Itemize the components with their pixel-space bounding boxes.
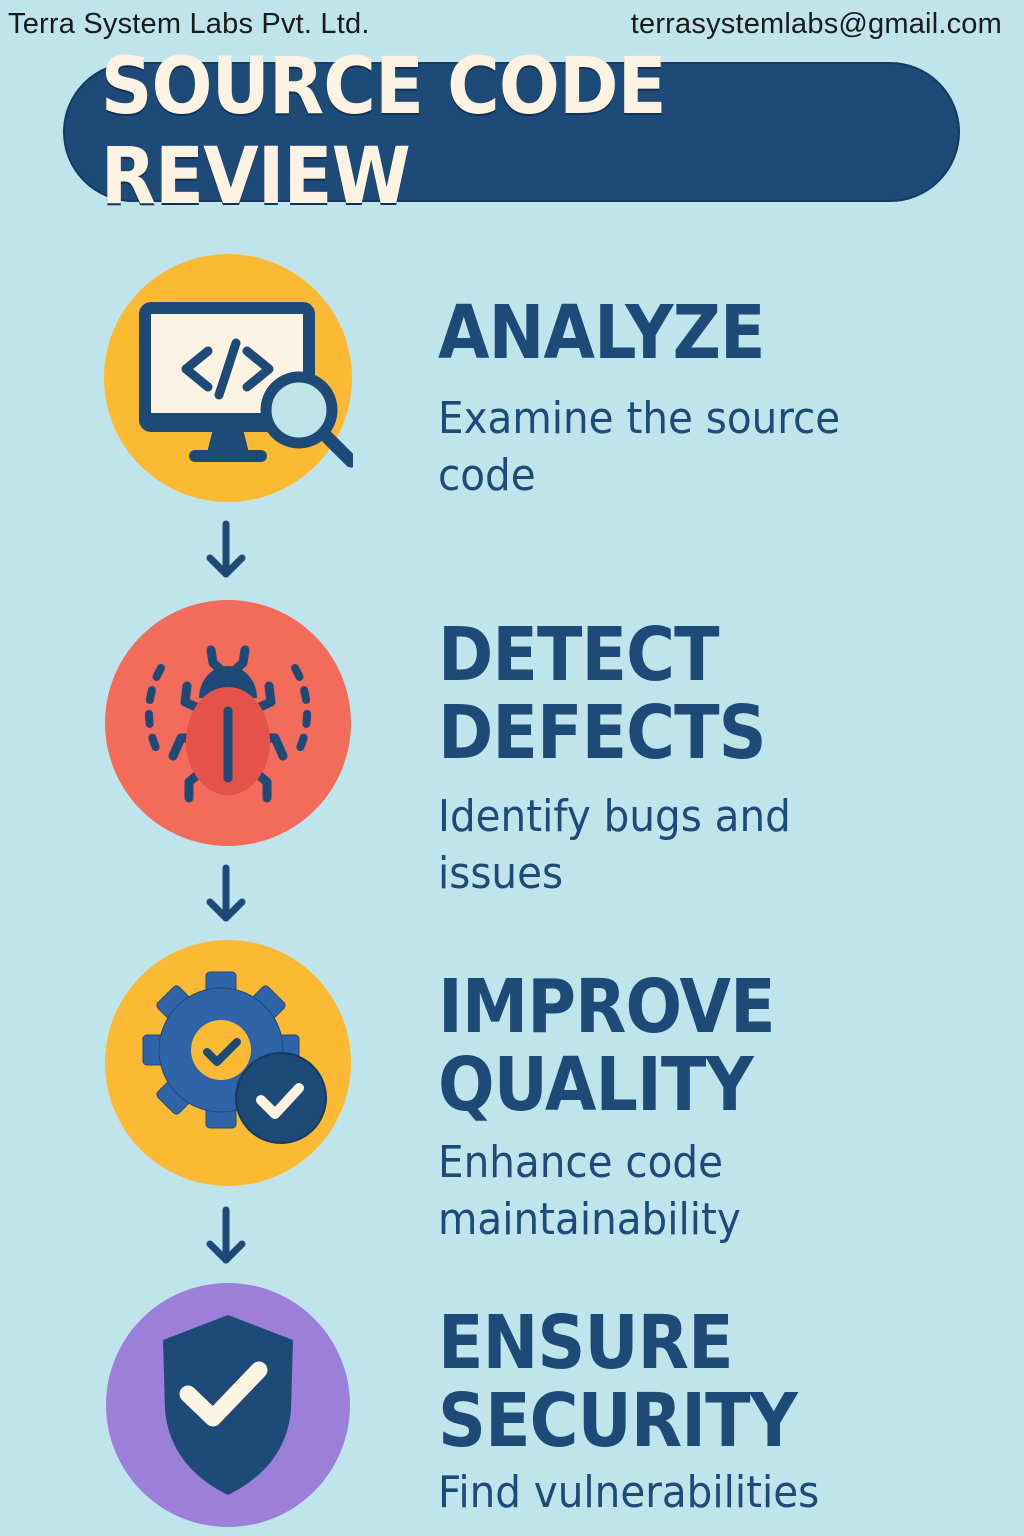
monitor-code-magnifier-icon — [103, 253, 353, 503]
step-title: ENSURE — [438, 1300, 734, 1386]
arrow-down-icon — [206, 864, 246, 924]
arrow-down-icon — [206, 1206, 246, 1266]
step-title: IMPROVE — [438, 964, 776, 1050]
step-description-line: Examine the source — [438, 393, 841, 444]
step-title: SECURITY — [438, 1378, 798, 1464]
step-description: Find vulnerabilities — [438, 1464, 953, 1521]
step-description: Examine the source code — [438, 390, 953, 504]
step-description-line: Identify bugs and — [438, 791, 791, 842]
step-detect-defects: DETECT DEFECTS Identify bugs and issues — [438, 616, 998, 902]
step-title: DETECT — [438, 612, 720, 698]
arrow-down-icon — [206, 520, 246, 580]
step-description-line: Find vulnerabilities — [438, 1467, 820, 1518]
step-description-line: issues — [438, 848, 564, 899]
gear-check-icon — [103, 938, 353, 1188]
step-title: ANALYZE — [438, 290, 766, 376]
bug-icon — [103, 598, 353, 848]
step-description-line: Enhance code — [438, 1137, 724, 1188]
step-ensure-security: ENSURE SECURITY Find vulnerabilities — [438, 1304, 998, 1521]
title-banner: SOURCE CODE REVIEW — [63, 42, 960, 222]
step-description: Identify bugs and issues — [438, 788, 953, 902]
company-name: Terra System Labs Pvt. Ltd. — [8, 8, 370, 40]
step-description-line: maintainability — [438, 1194, 741, 1245]
step-title: DEFECTS — [438, 690, 767, 776]
step-analyze: ANALYZE Examine the source code — [438, 294, 998, 504]
step-improve-quality: IMPROVE QUALITY Enhance code maintainabi… — [438, 968, 998, 1248]
page-title: SOURCE CODE REVIEW — [100, 42, 667, 222]
step-description: Enhance code maintainability — [438, 1134, 953, 1248]
step-title: QUALITY — [438, 1042, 754, 1128]
shield-check-icon — [103, 1280, 353, 1530]
step-description-line: code — [438, 450, 536, 501]
contact-email: terrasystemlabs@gmail.com — [630, 8, 1002, 40]
